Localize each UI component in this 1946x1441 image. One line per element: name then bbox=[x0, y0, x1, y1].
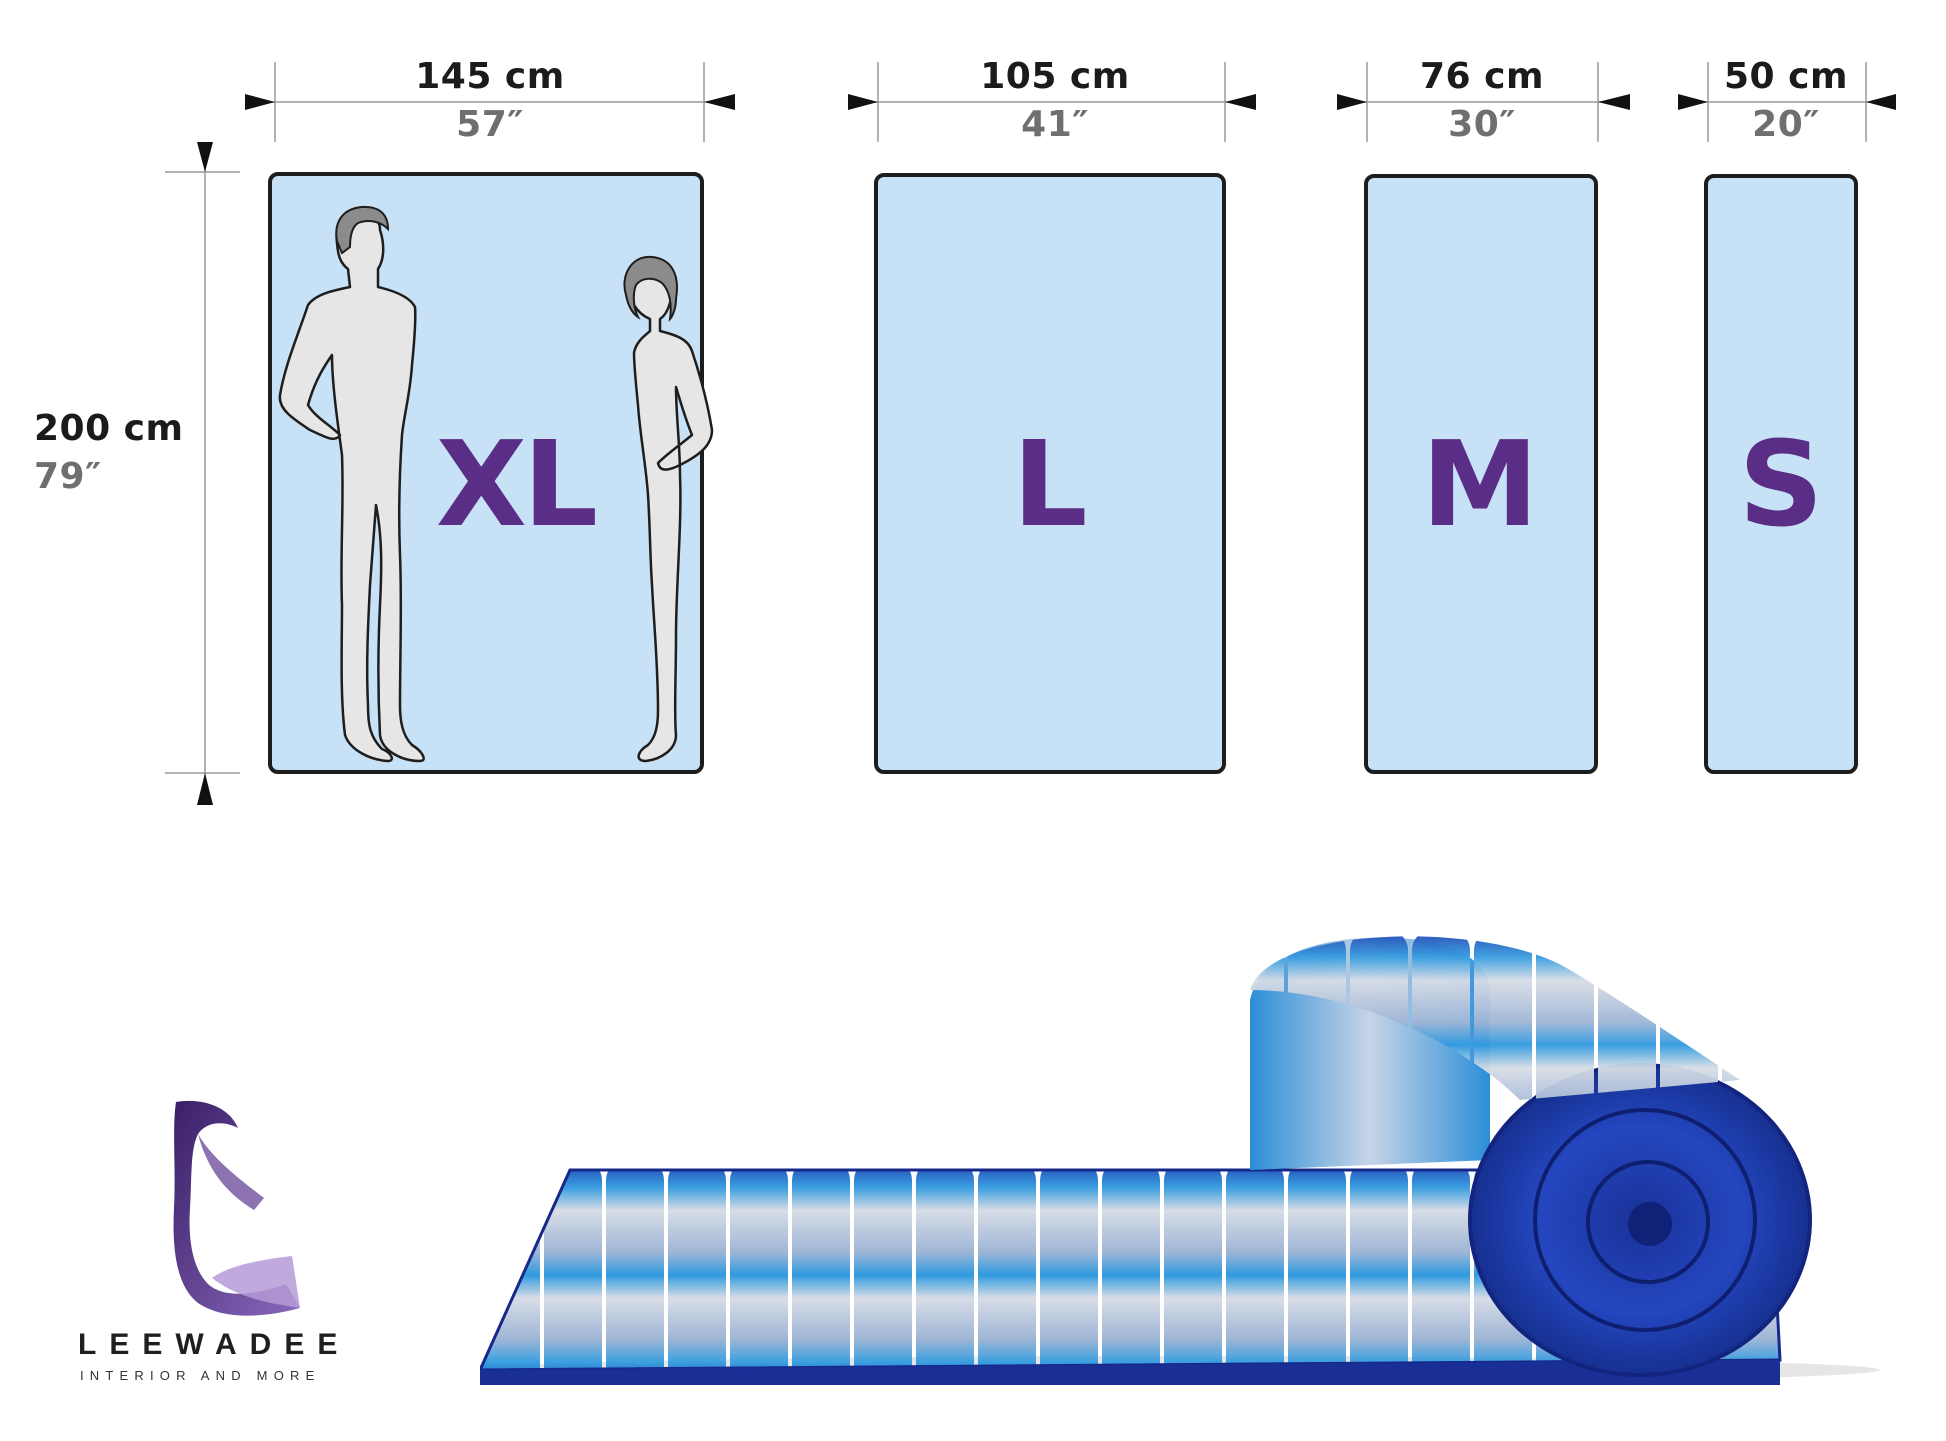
m-width-inch: 30″ bbox=[1448, 104, 1516, 145]
height-cm: 200 cm bbox=[34, 408, 184, 449]
leewadee-logo-icon bbox=[173, 1100, 300, 1316]
xl-width-inch: 57″ bbox=[456, 104, 524, 145]
rolled-mat-product-icon bbox=[480, 936, 1880, 1385]
l-width-inch: 41″ bbox=[1021, 104, 1089, 145]
m-width-cm: 76 cm bbox=[1420, 56, 1544, 97]
brand-tagline: INTERIOR AND MORE bbox=[80, 1368, 321, 1383]
s-width-inch: 20″ bbox=[1752, 104, 1820, 145]
size-label-m: M bbox=[1421, 415, 1539, 553]
brand-name: LEEWADEE bbox=[78, 1328, 351, 1361]
man-silhouette-icon bbox=[278, 205, 425, 763]
mat-l bbox=[874, 173, 1226, 774]
mat-s bbox=[1704, 174, 1858, 774]
l-width-cm: 105 cm bbox=[980, 56, 1130, 97]
mat-m bbox=[1364, 174, 1598, 774]
size-label-xl: XL bbox=[435, 415, 598, 553]
woman-silhouette-icon bbox=[623, 255, 714, 763]
height-inch: 79″ bbox=[34, 456, 102, 497]
size-label-l: L bbox=[1012, 415, 1088, 553]
xl-width-cm: 145 cm bbox=[415, 56, 565, 97]
s-width-cm: 50 cm bbox=[1724, 56, 1848, 97]
size-label-s: S bbox=[1738, 415, 1824, 553]
